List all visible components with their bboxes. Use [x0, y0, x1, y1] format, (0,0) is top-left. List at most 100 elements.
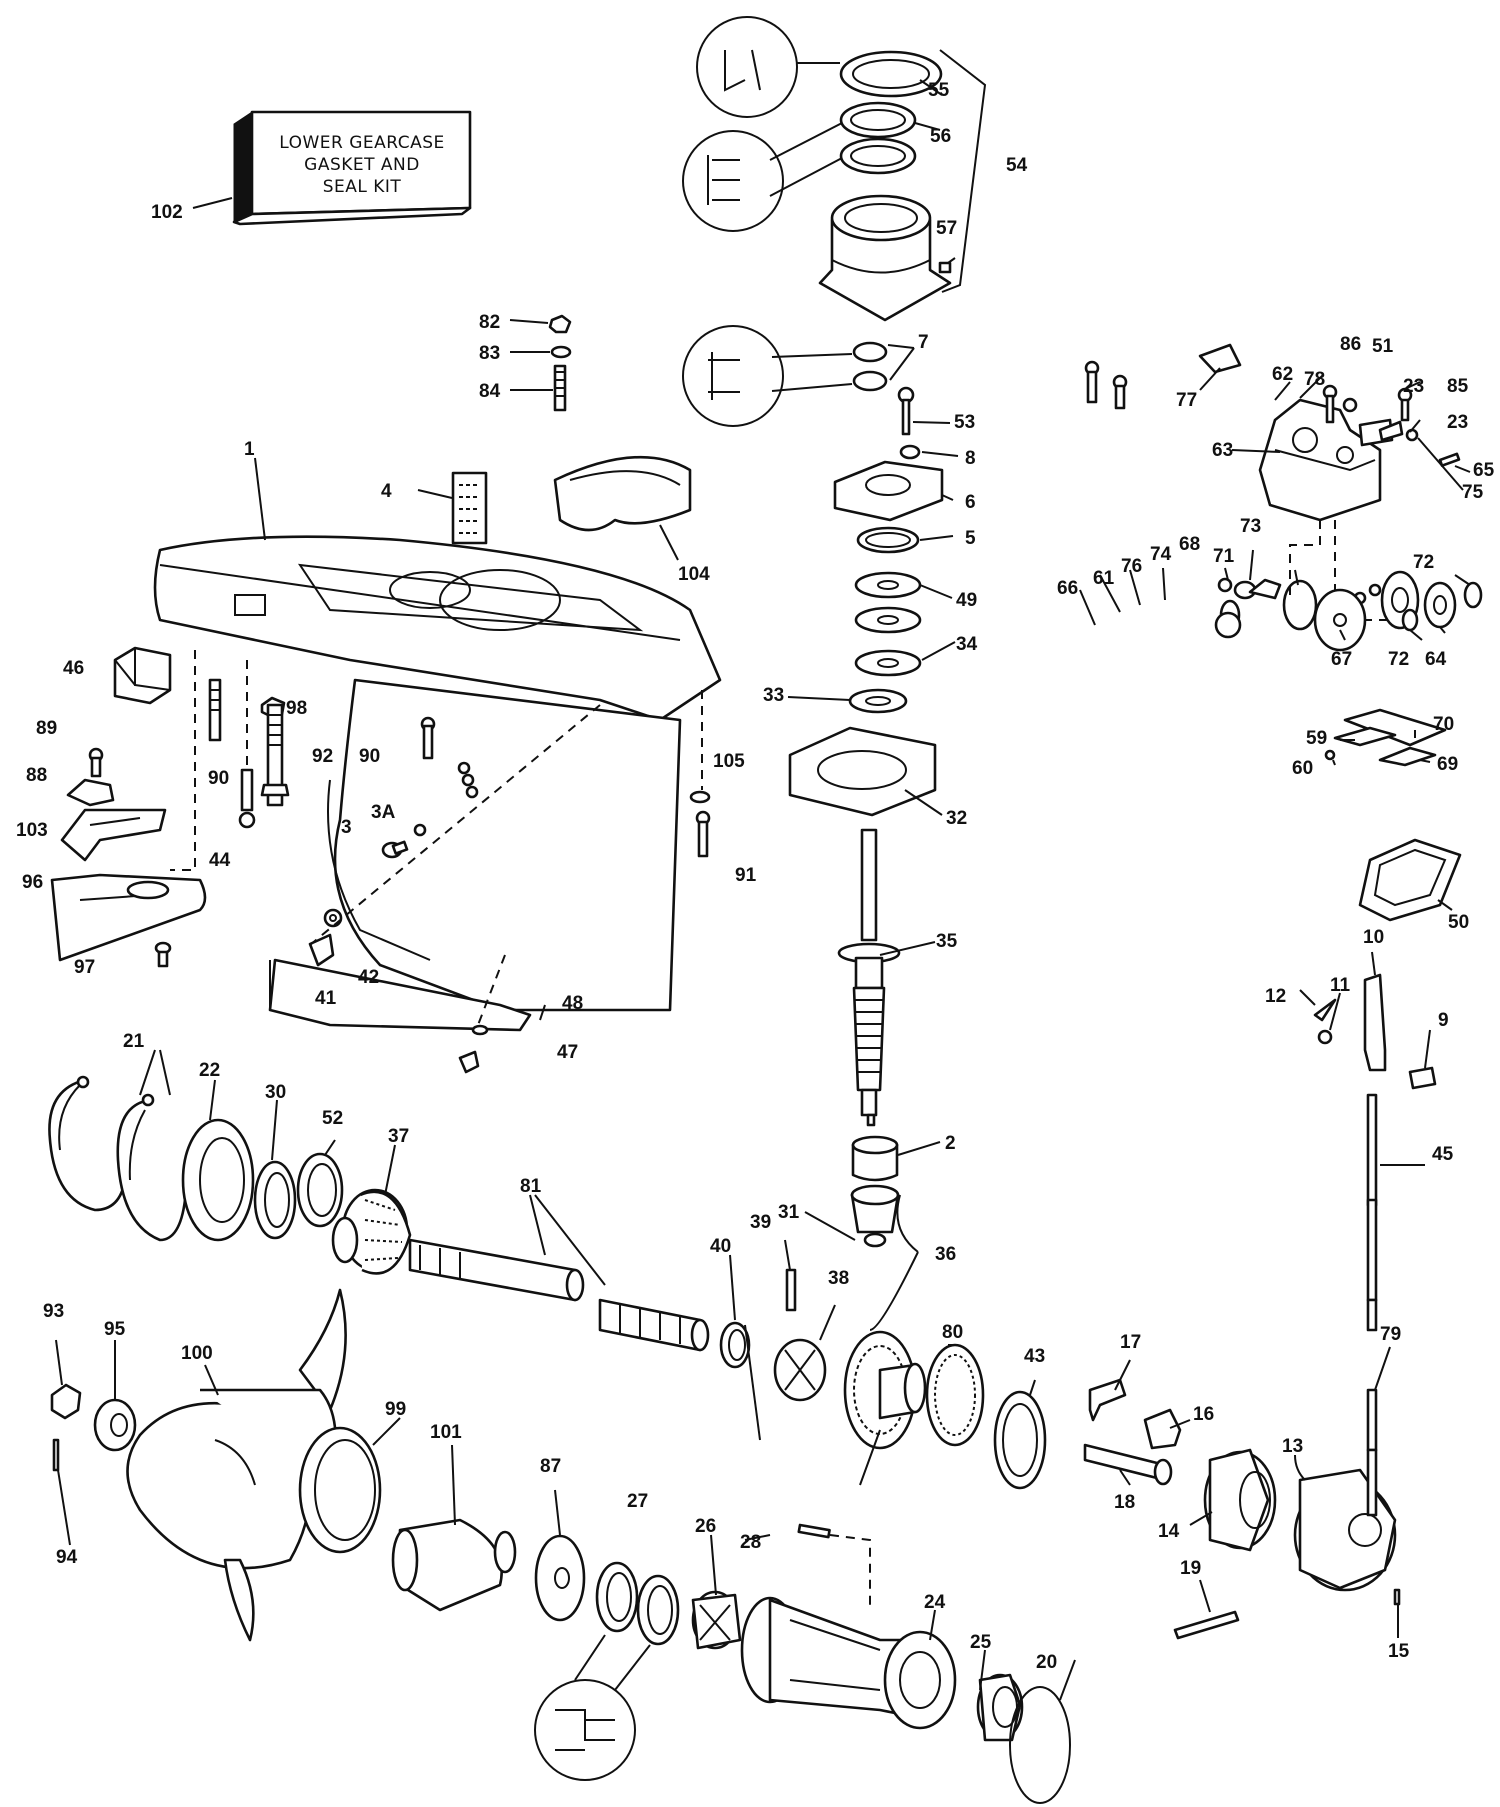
callout-102: 102 [151, 202, 183, 223]
callout-99: 99 [385, 1399, 406, 1420]
callout-26: 26 [695, 1516, 716, 1537]
callout-54: 54 [1006, 155, 1028, 176]
callout-19: 19 [1180, 1558, 1201, 1579]
callout-56: 56 [930, 126, 951, 147]
callout-87: 87 [540, 1456, 561, 1477]
callout-35: 35 [936, 931, 958, 952]
callout-46: 46 [63, 658, 84, 679]
callout-91: 91 [735, 865, 757, 886]
callout-101: 101 [430, 1422, 462, 1443]
callout-31: 31 [778, 1202, 800, 1223]
callout-63: 63 [1212, 440, 1233, 461]
callout-62: 62 [1272, 364, 1293, 385]
callout-2: 2 [945, 1133, 956, 1154]
callout-69: 69 [1437, 754, 1458, 775]
callout-49: 49 [956, 590, 977, 611]
callout-1: 1 [244, 439, 255, 460]
callout-55: 55 [928, 80, 950, 101]
callout-3a: 3A [371, 802, 396, 823]
callout-7: 7 [918, 332, 929, 353]
bearing-carrier [740, 1523, 1071, 1804]
callout-17: 17 [1120, 1332, 1141, 1353]
callout-45: 45 [1432, 1144, 1454, 1165]
callout-76: 76 [1121, 556, 1142, 577]
callout-32: 32 [946, 808, 967, 829]
callout-18: 18 [1114, 1492, 1135, 1513]
callout-3: 3 [341, 817, 352, 838]
callout-33: 33 [763, 685, 784, 706]
callout-16: 16 [1193, 1404, 1214, 1425]
callout-85: 85 [1447, 376, 1469, 397]
callout-90-left: 90 [208, 768, 229, 789]
callout-97: 97 [74, 957, 95, 978]
callout-93: 93 [43, 1301, 64, 1322]
callout-8: 8 [965, 448, 976, 469]
callout-36: 36 [935, 1244, 956, 1265]
callout-52: 52 [322, 1108, 343, 1129]
callout-89: 89 [36, 718, 57, 739]
callout-48: 48 [562, 993, 583, 1014]
callout-20: 20 [1036, 1652, 1057, 1673]
callout-labels: 102 1 4 82 83 84 104 55 56 54 57 7 53 8 … [16, 80, 1495, 1673]
shift-components [1084, 343, 1483, 1452]
left-fasteners [50, 646, 436, 968]
callout-83: 83 [479, 343, 500, 364]
callout-50: 50 [1448, 912, 1469, 933]
callout-77: 77 [1176, 390, 1197, 411]
callout-82: 82 [479, 312, 500, 333]
callout-15: 15 [1388, 1641, 1410, 1662]
callout-12: 12 [1265, 986, 1286, 1007]
pump-housing-group [682, 16, 987, 427]
callout-37: 37 [388, 1126, 409, 1147]
callout-11: 11 [1330, 975, 1351, 996]
callout-25: 25 [970, 1632, 992, 1653]
callout-5: 5 [965, 528, 976, 549]
callout-13: 13 [1282, 1436, 1303, 1457]
propeller-group [50, 1288, 742, 1781]
callout-59: 59 [1306, 728, 1327, 749]
callout-65: 65 [1473, 460, 1495, 481]
callout-96: 96 [22, 872, 43, 893]
callout-103: 103 [16, 820, 48, 841]
callout-leaders [55, 79, 1471, 1701]
callout-60: 60 [1292, 758, 1313, 779]
callout-40: 40 [710, 1236, 731, 1257]
gearcase-housing [153, 535, 722, 1032]
gasket-seal-kit-box: LOWER GEARCASE GASKET AND SEAL KIT [192, 110, 472, 226]
callout-78: 78 [1304, 369, 1325, 390]
callout-75: 75 [1462, 482, 1484, 503]
right-side-screws [689, 690, 711, 858]
callout-39: 39 [750, 1212, 771, 1233]
callout-72-upper: 72 [1413, 552, 1434, 573]
callout-23-lower: 23 [1447, 412, 1468, 433]
kit-line-1: LOWER GEARCASE [279, 133, 445, 153]
callout-47: 47 [557, 1042, 578, 1063]
callout-6: 6 [965, 492, 976, 513]
callout-92: 92 [312, 746, 333, 767]
callout-84: 84 [479, 381, 501, 402]
callout-53: 53 [954, 412, 975, 433]
callout-79: 79 [1380, 1324, 1401, 1345]
kit-line-2: GASKET AND [304, 155, 420, 175]
callout-74: 74 [1150, 544, 1172, 565]
callout-42: 42 [358, 967, 379, 988]
callout-98: 98 [286, 698, 307, 719]
top-bolts-group [451, 314, 692, 545]
callout-27: 27 [627, 1491, 648, 1512]
callout-104: 104 [678, 564, 710, 585]
kit-line-3: SEAL KIT [323, 177, 402, 197]
callout-41: 41 [315, 988, 337, 1009]
callout-4: 4 [381, 481, 392, 502]
callout-72-lower: 72 [1388, 649, 1409, 670]
callout-9: 9 [1438, 1010, 1449, 1031]
callout-67: 67 [1331, 649, 1352, 670]
callout-68: 68 [1179, 534, 1200, 555]
callout-38: 38 [828, 1268, 849, 1289]
callout-80: 80 [942, 1322, 963, 1343]
callout-57: 57 [936, 218, 957, 239]
callout-86: 86 [1340, 334, 1361, 355]
callout-64: 64 [1425, 649, 1447, 670]
callout-73: 73 [1240, 516, 1261, 537]
callout-24: 24 [924, 1592, 946, 1613]
